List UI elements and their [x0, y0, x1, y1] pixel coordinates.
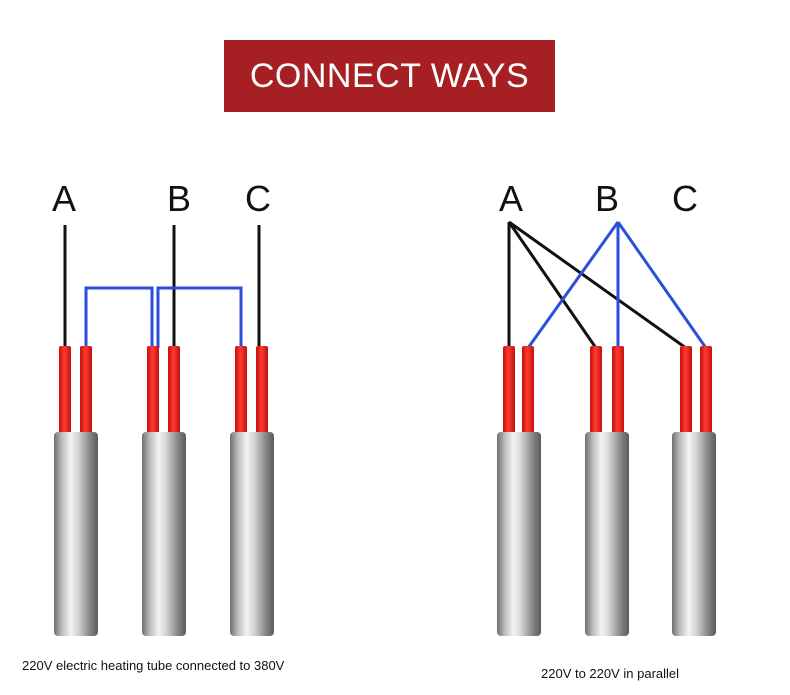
right-tube-3 — [672, 346, 716, 636]
lead — [80, 346, 92, 436]
left-label-b: B — [166, 178, 191, 219]
right-label-c: C — [672, 178, 698, 219]
left-tube-1 — [54, 346, 98, 636]
right-label-a: A — [498, 178, 523, 219]
lead — [59, 346, 71, 436]
lead — [235, 346, 247, 436]
steel-tube — [585, 432, 629, 636]
right-wire-b1 — [526, 221, 620, 349]
lead — [522, 346, 534, 436]
steel-tube — [497, 432, 541, 636]
right-tube-1 — [497, 346, 541, 636]
right-wires — [507, 220, 708, 350]
left-wires — [63, 225, 261, 348]
steel-tube — [230, 432, 274, 636]
left-bridge-2 — [156, 286, 243, 348]
lead — [700, 346, 712, 436]
left-tubes — [54, 346, 274, 636]
right-wire-a3 — [508, 220, 687, 350]
left-label-c: C — [245, 178, 271, 219]
lead — [612, 346, 624, 436]
title-text: CONNECT WAYS — [249, 56, 530, 95]
lead — [147, 346, 159, 436]
left-tube-3 — [230, 346, 274, 636]
title-banner: CONNECT WAYS — [224, 40, 555, 112]
left-caption: 220V electric heating tube connected to … — [22, 658, 285, 673]
left-label-a: A — [51, 178, 76, 219]
steel-tube — [142, 432, 186, 636]
left-bridge-1 — [84, 286, 154, 348]
right-wire-b3 — [616, 221, 708, 349]
right-wire-a2 — [507, 221, 598, 349]
steel-tube — [672, 432, 716, 636]
right-caption: 220V to 220V in parallel — [541, 666, 680, 681]
left-tube-2 — [142, 346, 186, 636]
right-label-b: B — [594, 178, 619, 219]
steel-tube — [54, 432, 98, 636]
lead — [168, 346, 180, 436]
lead — [256, 346, 268, 436]
lead — [590, 346, 602, 436]
right-tubes — [497, 346, 716, 636]
lead — [503, 346, 515, 436]
lead — [680, 346, 692, 436]
right-tube-2 — [585, 346, 629, 636]
